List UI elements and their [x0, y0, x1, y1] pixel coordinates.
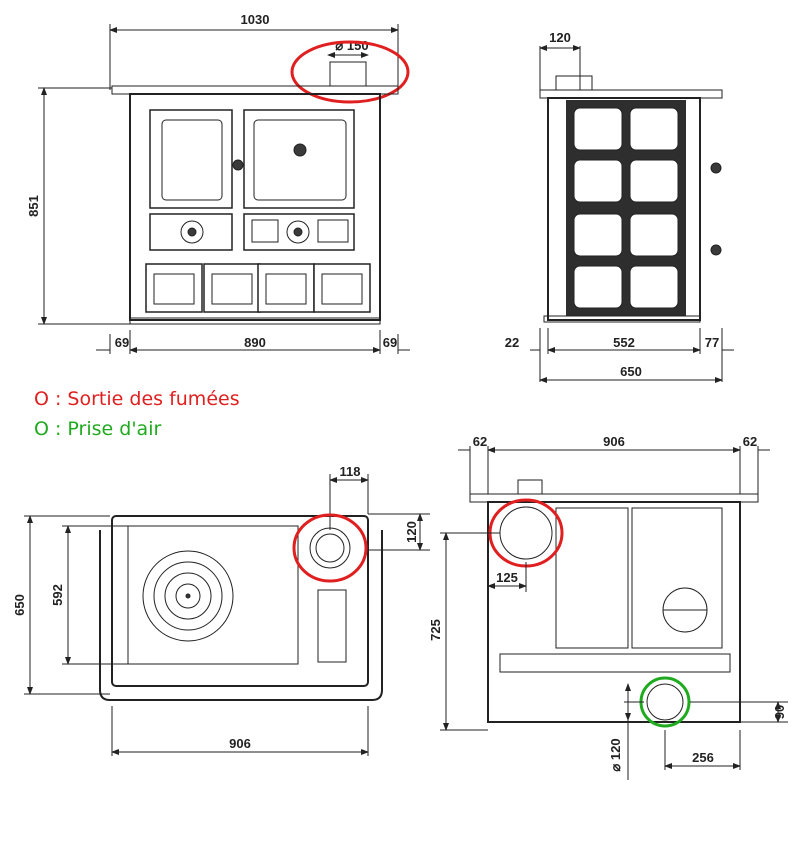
rear-left-margin-label: 62	[473, 434, 487, 449]
side-flue-offset-label: 120	[549, 30, 571, 45]
side-view: 120 22 552 77 650	[505, 30, 734, 383]
top-flue-y-label: 120	[404, 521, 419, 543]
rear-view: 62 906 62 125 725 90 ⌀ 120	[428, 434, 788, 780]
front-left-margin-label: 69	[115, 335, 129, 350]
front-inner-width-label: 890	[244, 335, 266, 350]
rear-smoke-outlet-marker	[488, 498, 564, 568]
rear-air-intake-marker	[639, 676, 691, 728]
top-flue-x-label: 118	[340, 464, 361, 479]
rear-width-label: 906	[603, 434, 625, 449]
rear-right-margin-label: 62	[743, 434, 757, 449]
side-rear-offset-label: 22	[505, 335, 519, 350]
rear-air-offset-label: 256	[692, 750, 714, 765]
side-front-offset-label: 77	[705, 335, 719, 350]
front-right-margin-label: 69	[383, 335, 397, 350]
rear-flue-offset-label: 125	[496, 570, 518, 585]
top-view: 118 120 650 592 906	[12, 464, 430, 756]
side-body-depth-label: 552	[613, 335, 635, 350]
top-smoke-outlet-marker	[292, 513, 368, 583]
front-smoke-outlet-marker	[290, 40, 410, 104]
top-width-label: 906	[229, 736, 251, 751]
front-width-label: 1030	[241, 12, 270, 27]
top-inner-depth-label: 592	[50, 584, 65, 606]
rear-flue-height-label: 725	[428, 619, 443, 641]
rear-air-diameter-label: ⌀ 120	[608, 738, 623, 771]
top-overall-depth-label: 650	[12, 594, 27, 616]
legend-smoke-outlet: O : Sortie des fumées	[34, 388, 240, 410]
rear-air-height-label: 90	[772, 705, 787, 719]
legend-air-intake: O : Prise d'air	[34, 418, 162, 440]
front-view: 1030 ⌀ 150 851	[26, 12, 410, 354]
front-flue-diameter-label: ⌀ 150	[335, 38, 368, 53]
side-overall-depth-label: 650	[620, 364, 642, 379]
front-height-label: 851	[26, 195, 41, 217]
